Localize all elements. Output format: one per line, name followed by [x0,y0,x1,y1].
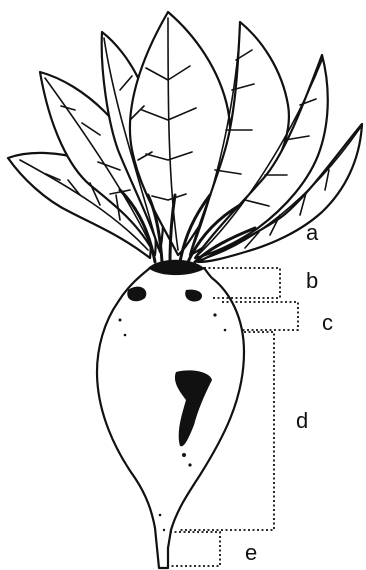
bracket-e [170,532,220,566]
label-b: b [306,268,318,293]
beet-root [97,268,244,568]
label-a: a [306,220,319,245]
label-e: e [245,540,257,565]
label-d: d [296,408,308,433]
label-c: c [322,310,333,335]
